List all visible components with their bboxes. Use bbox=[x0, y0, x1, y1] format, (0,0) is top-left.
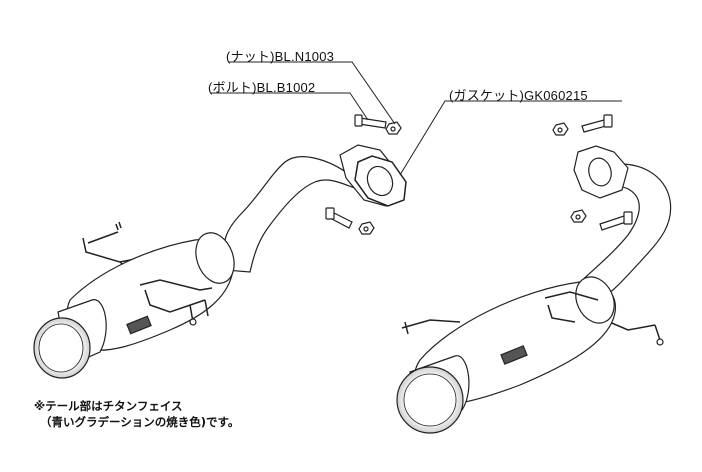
right-mounting-stay bbox=[401, 309, 661, 341]
left-tail-tip-inner bbox=[38, 323, 84, 373]
right-bolt-bottom bbox=[599, 211, 633, 231]
left-gasket-hole bbox=[366, 165, 394, 197]
right-hanger-bracket bbox=[544, 291, 599, 323]
bolt-part-label: (ボルト)BL.B1002 bbox=[208, 80, 316, 95]
titanium-note-line-1: ※テール部はチタンフェイス bbox=[34, 399, 183, 413]
leader-lines bbox=[210, 61, 622, 176]
right-exhaust-assembly bbox=[396, 114, 672, 434]
left-bolt-bottom bbox=[325, 207, 353, 229]
right-bolt-top bbox=[581, 114, 613, 133]
titanium-note-line-2: （青いグラデーションの焼き色)です。 bbox=[40, 415, 240, 429]
nut-leader-line bbox=[228, 61, 396, 125]
left-nut-bottom bbox=[358, 221, 375, 235]
right-muffler-end bbox=[575, 276, 615, 324]
right-flange-hole bbox=[588, 157, 612, 187]
gasket-leader-line bbox=[399, 100, 622, 176]
left-muffler-end bbox=[195, 232, 235, 284]
right-tail-tip-inner bbox=[403, 373, 457, 427]
left-bolt-top bbox=[354, 114, 387, 129]
left-exhaust-assembly bbox=[33, 114, 407, 379]
right-nut-top bbox=[552, 122, 569, 136]
left-hanger-bracket bbox=[139, 279, 213, 323]
nut-part-label: (ナット)BL.N1003 bbox=[226, 49, 335, 64]
right-nut-bottom bbox=[570, 209, 587, 223]
left-logo-plate bbox=[126, 315, 152, 335]
gasket-part-label: (ガスケット)GK060215 bbox=[449, 88, 588, 103]
right-stay-bolt bbox=[656, 338, 664, 346]
left-hanger-bolt bbox=[189, 318, 197, 326]
right-logo-plate bbox=[500, 345, 528, 365]
left-nut-top bbox=[385, 121, 402, 135]
left-pipe bbox=[222, 156, 362, 273]
bolt-leader-line bbox=[210, 92, 369, 121]
